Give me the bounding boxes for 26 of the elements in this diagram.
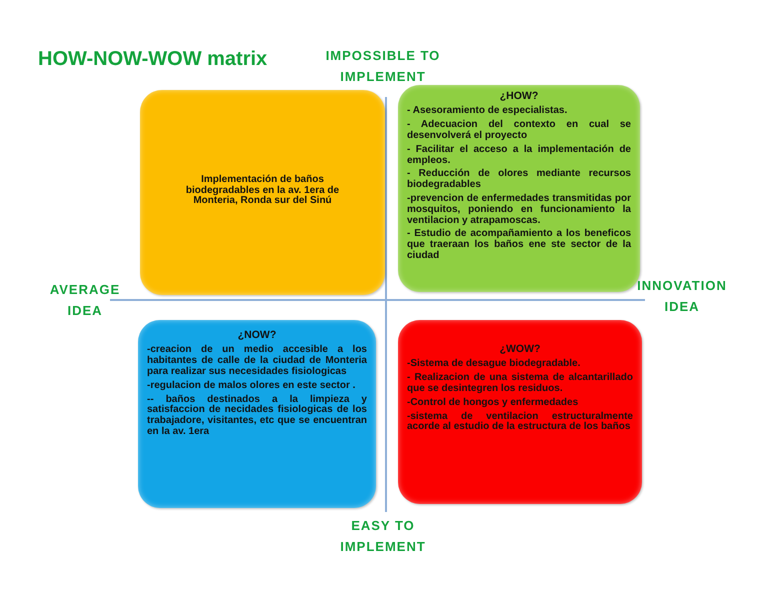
bullet-text: - Reducción de olores mediante recursos biodegradables [407,169,631,191]
axis-label: IMPOSSIBLE TO IMPLEMENT [324,47,442,86]
quadrant-heading: ¿HOW? [498,91,540,102]
diagram-title: HOW-NOW-WOW matrix [38,48,268,71]
bullet-text: -creacion de un medio accesible a los habitantes de calle de la ciudad de Monteria para realizar sus necesidades fisiologicas [147,345,367,378]
bullet-text: -sistema de ventilacion estructuralmente acorde al estudio de la estructura de los baños [407,412,633,434]
bullet-text: - Estudio de acompañamiento a los beneficos que traeraan los baños ene ste sector de la ciudad [407,229,631,262]
axis-label: AVERAGE IDEA [48,281,122,320]
bullet-text: -Control de hongos y enfermedades [407,398,580,409]
bullet-text: -- baños destinados a la limpieza y satisfaccion de necidades fisiologicas de los trabajadore, visitantes, etc que se encuentran en la av. 1era [147,394,367,438]
bullet-text: - Asesoramiento de especialistas. [407,106,568,118]
quadrant-box [398,85,640,292]
bullet-text: -prevencion de enfermedades transmitidas por mosquitos, poniendo en funcionamiento la ventilacion y atrapamoscas. [407,194,631,226]
bullet-text: -regulacion de malos olores en este sector . [147,380,356,392]
quadrant-heading: ¿WOW? [498,344,542,356]
axis-label: EASY TO IMPLEMENT [339,517,427,556]
bullet-text: - Facilitar el acceso a la implementación de empleos. [407,144,631,166]
quadrant-box [398,320,642,504]
quadrant-heading: ¿NOW? [236,330,278,342]
quadrant-box [138,320,376,508]
idea-text: Implementación de baños biodegradables en la av. 1era de Monteria, Ronda sur del Sinú [184,174,340,208]
axis-label: INNOVATION IDEA [636,277,728,316]
bullet-text: - Realizacion de una sistema de alcantarillado que se desintegren los residuos. [407,373,633,395]
bullet-text: - Adecuacion del contexto en cual se desenvolverá el proyecto [407,120,631,142]
bullet-text: -Sistema de desague biodegradable. [407,359,582,370]
quadrant-box [140,90,385,295]
